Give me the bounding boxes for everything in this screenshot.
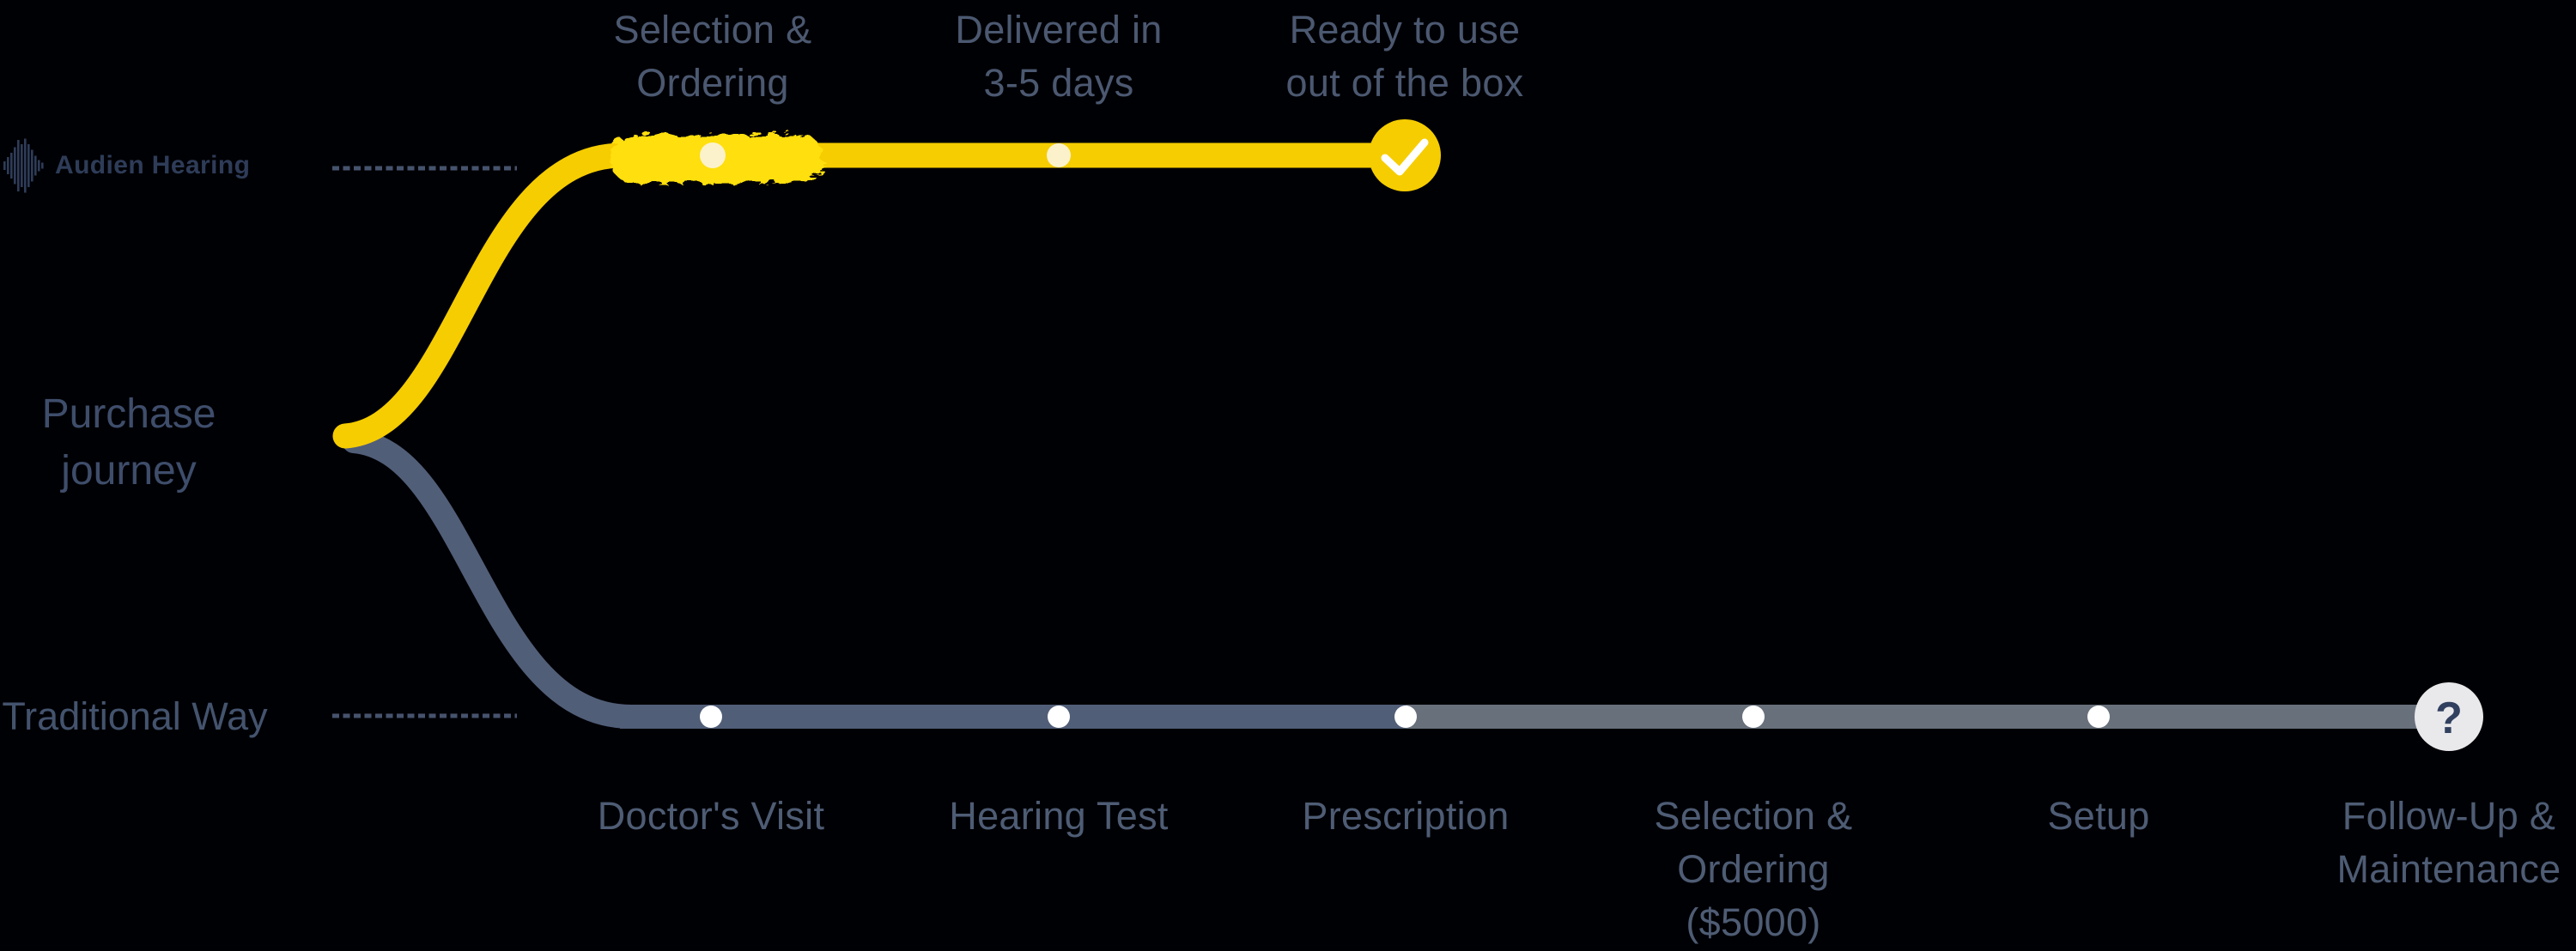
step-line: Maintenance xyxy=(2336,847,2561,891)
question-badge-circle xyxy=(2415,682,2483,751)
step-line: ($5000) xyxy=(1686,900,1821,944)
traditional-step-dot-3 xyxy=(1394,706,1417,728)
traditional-step-label-prescription: Prescription xyxy=(1302,790,1509,843)
brand-name: Audien Hearing xyxy=(55,151,251,179)
step-line: Doctor's Visit xyxy=(597,794,825,838)
step-line: Prescription xyxy=(1302,794,1510,838)
step-line: Ordering xyxy=(1677,847,1830,891)
traditional-branch-curve xyxy=(342,429,643,729)
check-badge-circle xyxy=(1369,119,1441,191)
step-line: 3-5 days xyxy=(983,61,1134,105)
step-line: Hearing Test xyxy=(949,794,1169,838)
audien-step-label-ready-to-use: Ready to use out of the box xyxy=(1286,3,1524,110)
purchase-journey-line-2: journey xyxy=(61,448,197,494)
check-icon xyxy=(1381,138,1429,176)
traditional-step-label-hearing-test: Hearing Test xyxy=(949,790,1168,843)
traditional-step-label-doctors-visit: Doctor's Visit xyxy=(598,790,825,843)
step-line: Ready to use xyxy=(1289,8,1521,51)
audien-branch-curve xyxy=(332,142,635,449)
step-line: Setup xyxy=(2047,794,2150,838)
step-line: Delivered in xyxy=(955,8,1163,51)
purchase-journey-label: Purchase journey xyxy=(42,386,216,500)
step-line: out of the box xyxy=(1285,61,1524,105)
step-line: Selection & xyxy=(613,8,812,51)
step-line: Follow-Up & xyxy=(2342,794,2556,838)
step-line: Ordering xyxy=(636,61,789,105)
step-line: Selection & xyxy=(1654,794,1853,838)
traditional-step-label-setup: Setup xyxy=(2047,790,2149,843)
audien-step-dot-1 xyxy=(700,142,726,168)
audio-wave-icon xyxy=(3,138,44,193)
purchase-journey-line-1: Purchase xyxy=(41,391,216,437)
audien-step-label-delivered: Delivered in 3-5 days xyxy=(955,3,1162,110)
question-mark-icon: ? xyxy=(2435,694,2463,743)
audien-step-dot-2 xyxy=(1047,143,1071,167)
traditional-step-label-selection-ordering: Selection & Ordering ($5000) xyxy=(1655,790,1853,949)
brand-logo: Audien Hearing xyxy=(3,138,250,193)
traditional-step-label-follow-up: Follow-Up & Maintenance xyxy=(2337,790,2561,896)
traditional-step-dot-2 xyxy=(1048,706,1070,728)
audien-step-label-selection-ordering: Selection & Ordering xyxy=(614,3,812,110)
traditional-step-dot-4 xyxy=(1742,706,1765,728)
traditional-step-dot-5 xyxy=(2087,706,2110,728)
traditional-way-label: Traditional Way xyxy=(2,694,268,738)
traditional-step-dot-1 xyxy=(700,706,722,728)
